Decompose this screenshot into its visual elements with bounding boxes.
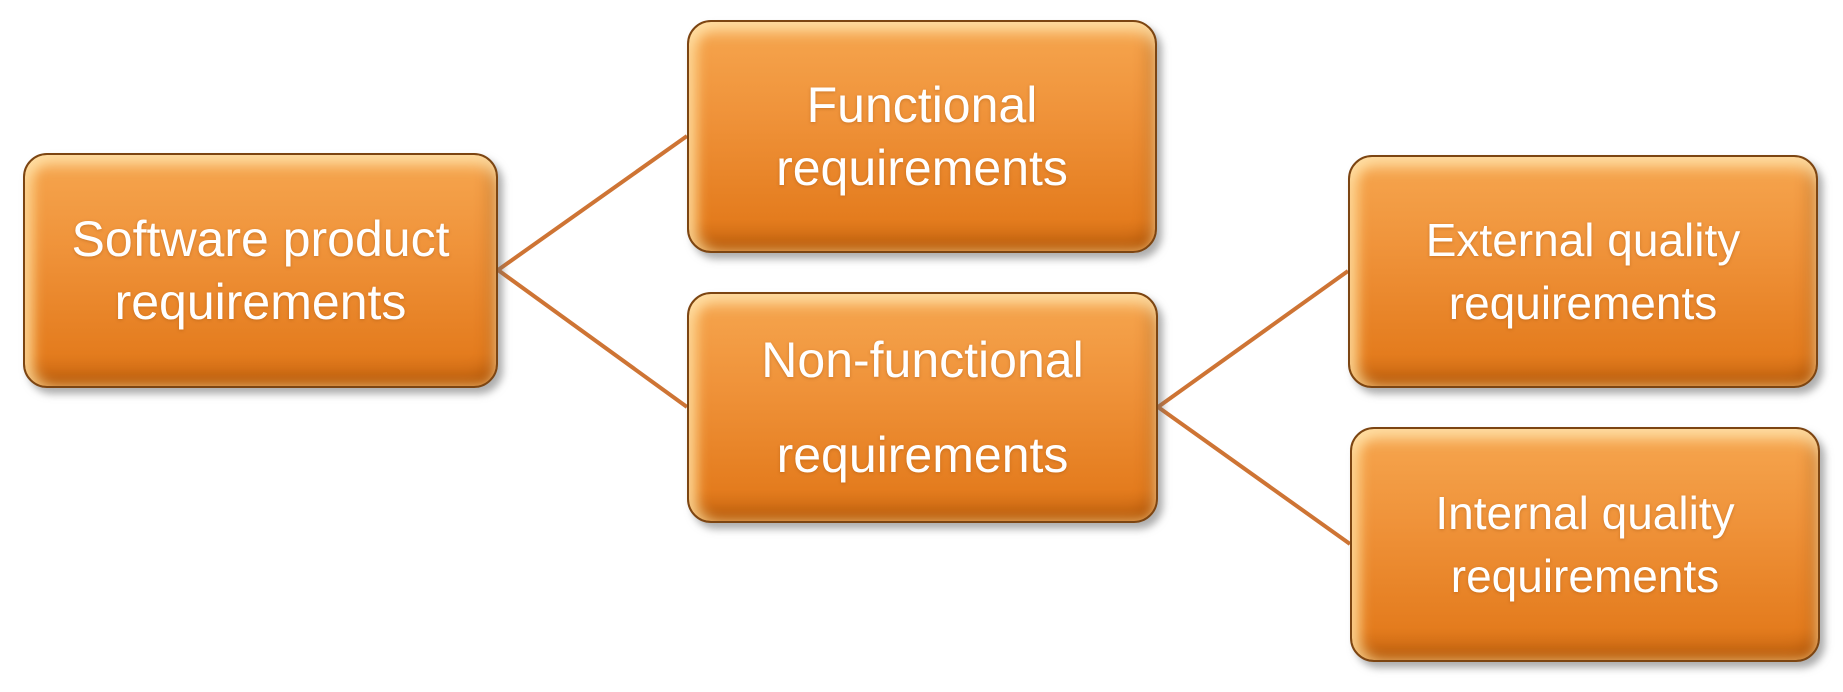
node-software-product-requirements: Software product requirements xyxy=(23,153,498,388)
node-functional-requirements: Functional requirements xyxy=(687,20,1157,253)
edge-root-to-nonfunctional xyxy=(496,268,689,409)
node-external-quality-requirements: External quality requirements xyxy=(1348,155,1818,388)
node-nonfunctional-requirements: Non-functional requirements xyxy=(687,292,1158,523)
node-label-line: External quality xyxy=(1425,213,1741,266)
edge-nonfunctional-to-external xyxy=(1156,269,1350,409)
edge-root-to-functional xyxy=(496,134,689,272)
node-internal-quality-requirements: Internal quality requirements xyxy=(1350,427,1820,662)
node-label-line: Software product xyxy=(71,210,450,267)
node-label-line: requirements xyxy=(114,273,407,330)
node-label-line: requirements xyxy=(1450,549,1720,602)
node-label-line: requirements xyxy=(1448,276,1718,329)
node-label-line: Functional xyxy=(806,76,1038,133)
edge-nonfunctional-to-internal xyxy=(1156,405,1352,546)
node-label-line: requirements xyxy=(776,139,1068,196)
node-label-line: Internal quality xyxy=(1435,486,1735,539)
node-label-line: requirements xyxy=(776,426,1069,483)
node-label-line: Non-functional xyxy=(761,331,1084,388)
